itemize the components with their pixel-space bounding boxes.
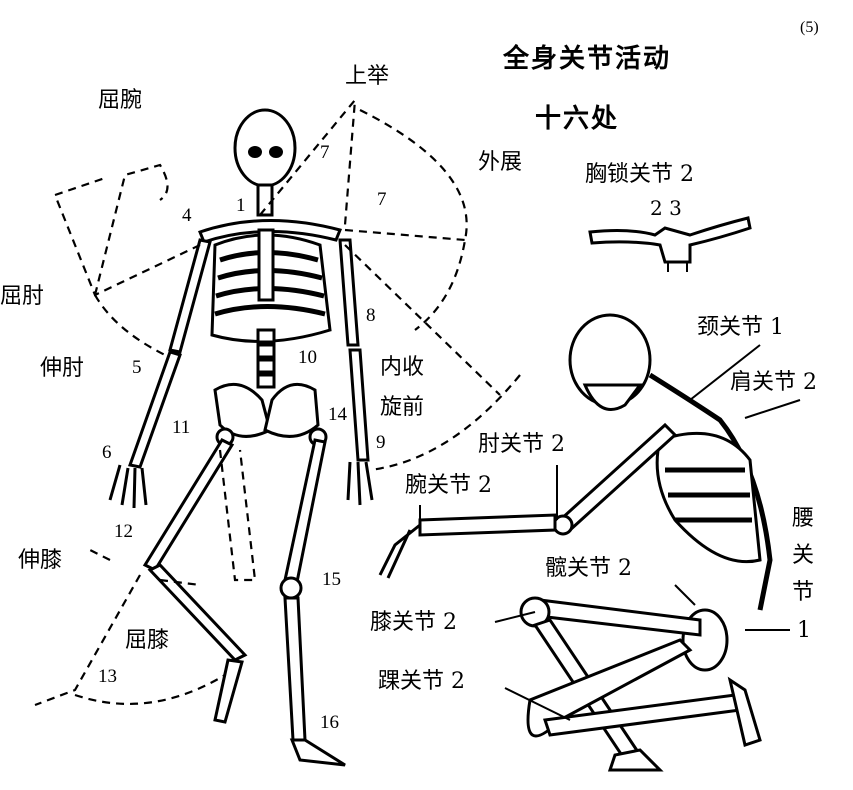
joint-number: 14 xyxy=(328,404,347,425)
neck-leader xyxy=(689,344,761,401)
label-sternoclavicular: 胸锁关节 2 xyxy=(585,162,694,187)
label-adduct: 内收 xyxy=(380,355,425,380)
label-wrist-joint: 腕关节 2 xyxy=(405,473,492,498)
label-wrist-flex: 屈腕 xyxy=(98,88,143,113)
page-number: (5) xyxy=(800,19,819,36)
label-raise: 上举 xyxy=(345,64,390,89)
label-neck-joint: 颈关节 1 xyxy=(697,315,784,340)
joint-number: 6 xyxy=(102,442,112,463)
label-knee-joint: 膝关节 2 xyxy=(370,610,457,635)
label-pronate: 旋前 xyxy=(380,395,425,420)
joint-number: 7 xyxy=(377,189,387,210)
joint-number: 13 xyxy=(98,666,117,687)
label-elbow-flex: 屈肘 xyxy=(0,284,45,309)
label-abduct: 外展 xyxy=(478,150,523,175)
clavicle-diagram xyxy=(588,216,752,272)
joint-number: 4 xyxy=(182,205,192,226)
label-waist-joint-1: 腰 xyxy=(792,506,815,531)
joint-number: 9 xyxy=(376,432,386,453)
label-elbow-joint: 肘关节 2 xyxy=(478,432,565,457)
label-hip-joint: 髋关节 2 xyxy=(545,556,632,581)
joint-number: 15 xyxy=(322,569,341,590)
standing-skeleton xyxy=(34,96,521,767)
label-sternoclavicular-nums: 2 3 xyxy=(650,196,682,220)
label-ankle-joint: 踝关节 2 xyxy=(378,669,465,694)
joint-number: 5 xyxy=(132,357,142,378)
joint-number: 8 xyxy=(366,305,376,326)
label-waist-joint-2: 关 xyxy=(792,543,815,568)
label-knee-flex: 屈膝 xyxy=(125,628,170,653)
label-elbow-extend: 伸肘 xyxy=(40,356,85,381)
label-knee-extend: 伸膝 xyxy=(18,548,63,573)
joint-number: 12 xyxy=(114,521,133,542)
page-title: 全身关节活动 xyxy=(503,44,672,74)
page-subtitle: 十六处 xyxy=(535,104,620,134)
label-shoulder-joint: 肩关节 2 xyxy=(730,370,817,395)
joint-number: 11 xyxy=(172,417,191,438)
joint-number: 1 xyxy=(236,195,246,216)
joint-number: 10 xyxy=(298,347,317,368)
label-waist-joint-4: 1 xyxy=(797,618,811,643)
joint-number: 16 xyxy=(320,712,339,733)
joint-number: 7 xyxy=(320,142,330,163)
label-waist-joint-3: 节 xyxy=(792,580,815,605)
